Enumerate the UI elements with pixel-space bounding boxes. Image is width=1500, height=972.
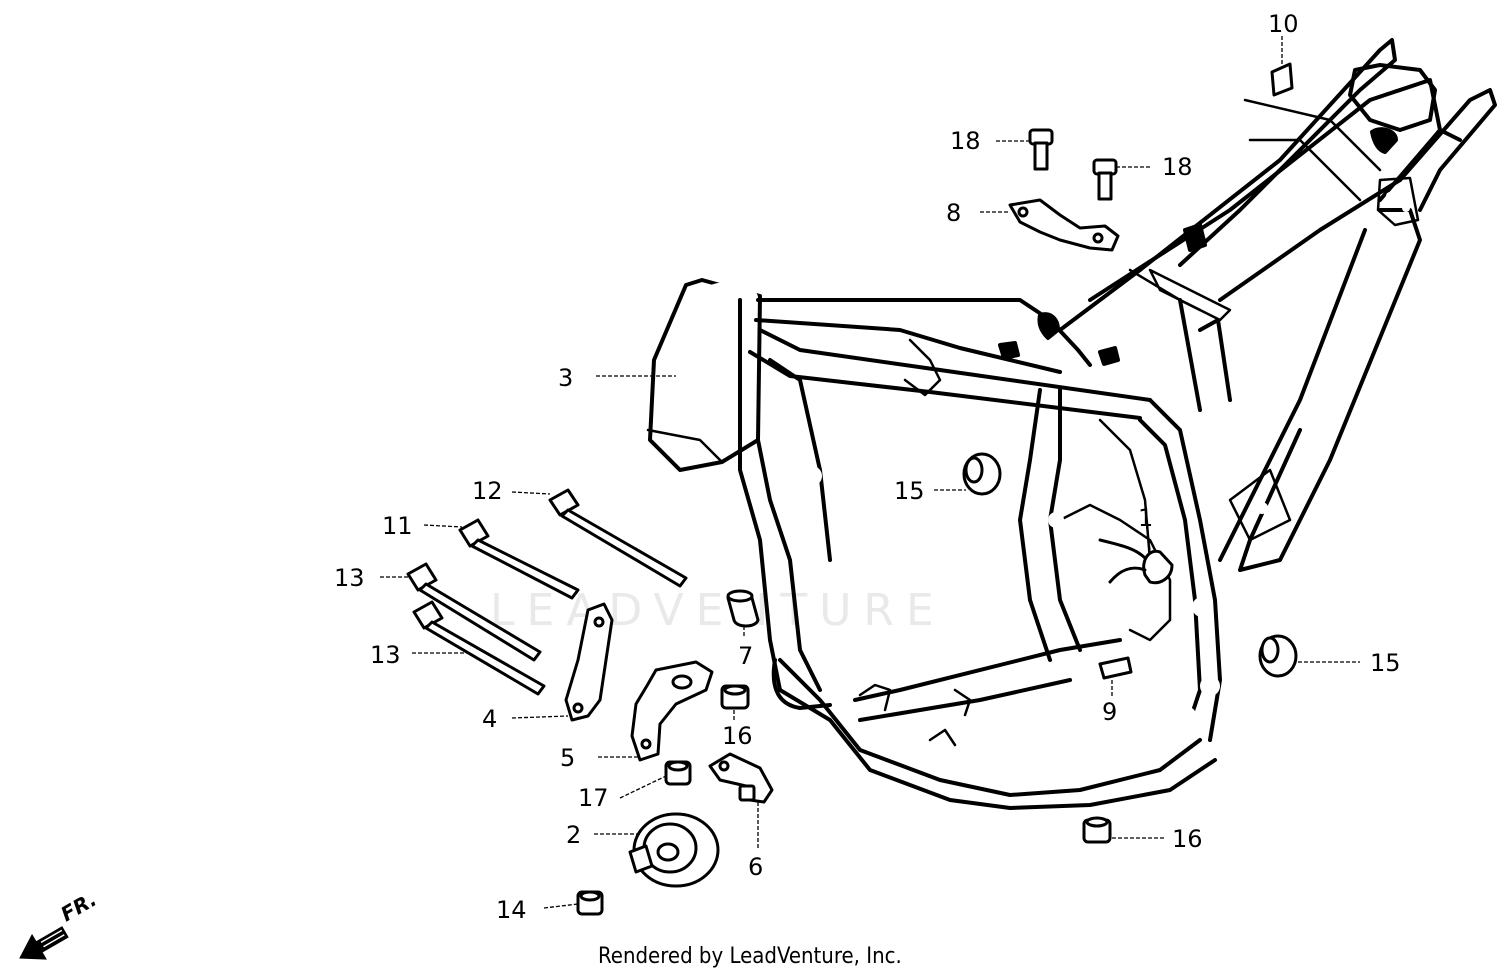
callout-15-a: 15 [894,477,925,505]
part-18-bolt-b [1092,158,1118,201]
lower-cradle [778,658,1202,797]
callout-13-b: 13 [370,641,401,669]
callout-17: 17 [578,784,609,812]
callout-3: 3 [558,364,573,392]
callout-15-b: 15 [1370,649,1401,677]
down-tube-left [738,298,782,692]
part-7-collar [726,589,760,628]
callout-8: 8 [946,199,961,227]
callout-18-b: 18 [1162,153,1193,181]
callout-6: 6 [748,853,763,881]
front-direction-arrow-icon [19,926,69,960]
part-16-nut-a [720,684,750,710]
part-14-nut [576,890,604,916]
callout-14: 14 [496,896,527,924]
part-4-engine-hanger-plate [564,602,614,722]
callout-9: 9 [1102,698,1117,726]
callout-18-a: 18 [950,127,981,155]
part-1-cable-clamp [1098,538,1174,585]
front-direction-label: FR. [57,887,101,926]
part-10-label-sticker [1270,62,1294,97]
part-5-engine-hanger-plate [630,660,714,762]
part-11-long-bolt [458,518,580,600]
down-tube-inner [768,358,832,562]
part-2-horn [628,812,720,888]
motorcycle-frame [646,38,1497,810]
render-credit: Rendered by LeadVenture, Inc. [598,944,902,969]
callout-10: 10 [1268,10,1299,38]
part-13-long-bolt-b [412,600,546,696]
callout-13-a: 13 [334,564,365,592]
callout-11: 11 [382,512,413,540]
callout-7: 7 [738,642,753,670]
callout-12: 12 [472,477,503,505]
callout-labels: 1 2 3 4 5 6 7 8 9 10 11 12 13 13 14 15 1… [334,10,1401,924]
backbone-tube [758,328,1152,402]
callout-16-b: 16 [1172,825,1203,853]
watermark-text: LEADVENTURE [490,585,946,636]
part-15-grommet-a [962,452,1002,496]
callout-5: 5 [560,744,575,772]
part-16-nut-b [1082,816,1112,844]
part-9-frame-label [1098,656,1133,680]
part-12-long-bolt [548,488,688,588]
seat-rail-right [1398,88,1497,212]
callout-1: 1 [1138,504,1153,532]
part-17-nut [664,760,692,786]
callout-4: 4 [482,705,497,733]
part-18-bolt-a [1028,128,1054,171]
part-8-bracket [1008,198,1120,252]
callout-2: 2 [566,821,581,849]
callout-16-a: 16 [722,722,753,750]
part-15-grommet-b [1258,634,1298,678]
leader-lines [380,36,1360,909]
rear-strut [1238,208,1422,572]
part-13-long-bolt-a [406,562,542,662]
part-6-horn-bracket [708,752,774,804]
center-post [1018,388,1052,662]
